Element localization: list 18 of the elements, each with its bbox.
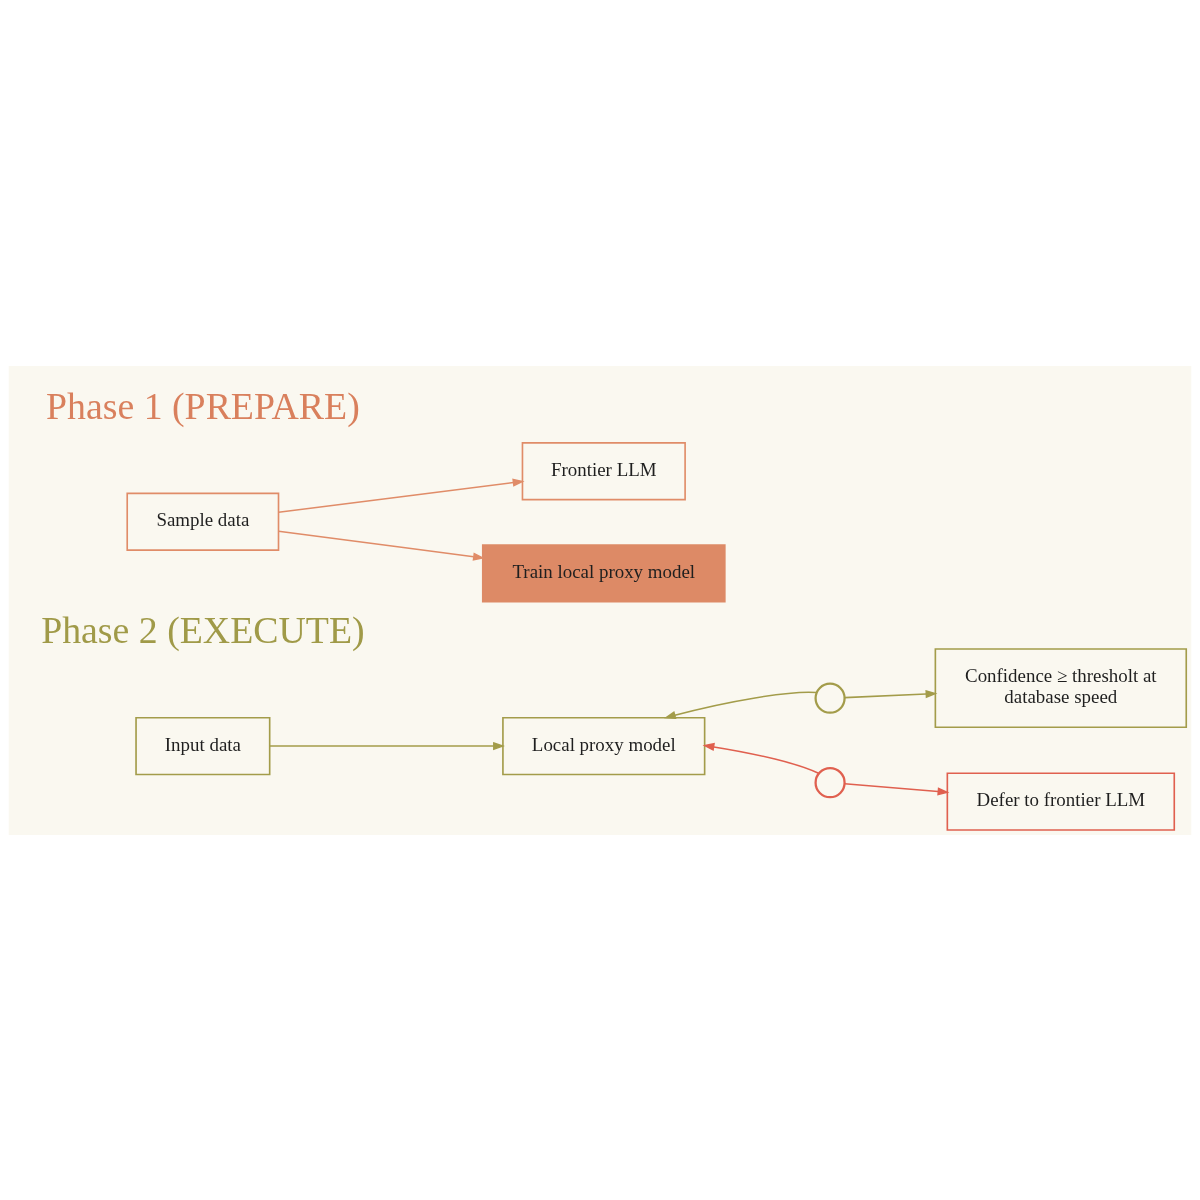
node-box: Sample data (126, 492, 280, 551)
arrow (277, 478, 525, 513)
node-box: Confidence ≥ thresholt at database speed (934, 647, 1188, 728)
node-box: Frontier LLM (521, 441, 686, 500)
arrow (843, 689, 938, 698)
arrow (269, 741, 505, 750)
node-box: Local proxy model (502, 716, 706, 775)
label: Phase 2 (EXECUTE) (41, 608, 365, 651)
node-box: Defer to frontier LLM (946, 771, 1176, 831)
node-box: Train local proxy model (481, 543, 726, 603)
arrow (664, 691, 818, 719)
label: Phase 1 (PREPARE) (45, 384, 360, 427)
arrow (843, 782, 950, 796)
node-circle (814, 682, 846, 714)
arrow (702, 742, 820, 774)
arrow (277, 530, 485, 561)
node-box: Input data (135, 716, 271, 775)
node-circle (814, 766, 846, 798)
